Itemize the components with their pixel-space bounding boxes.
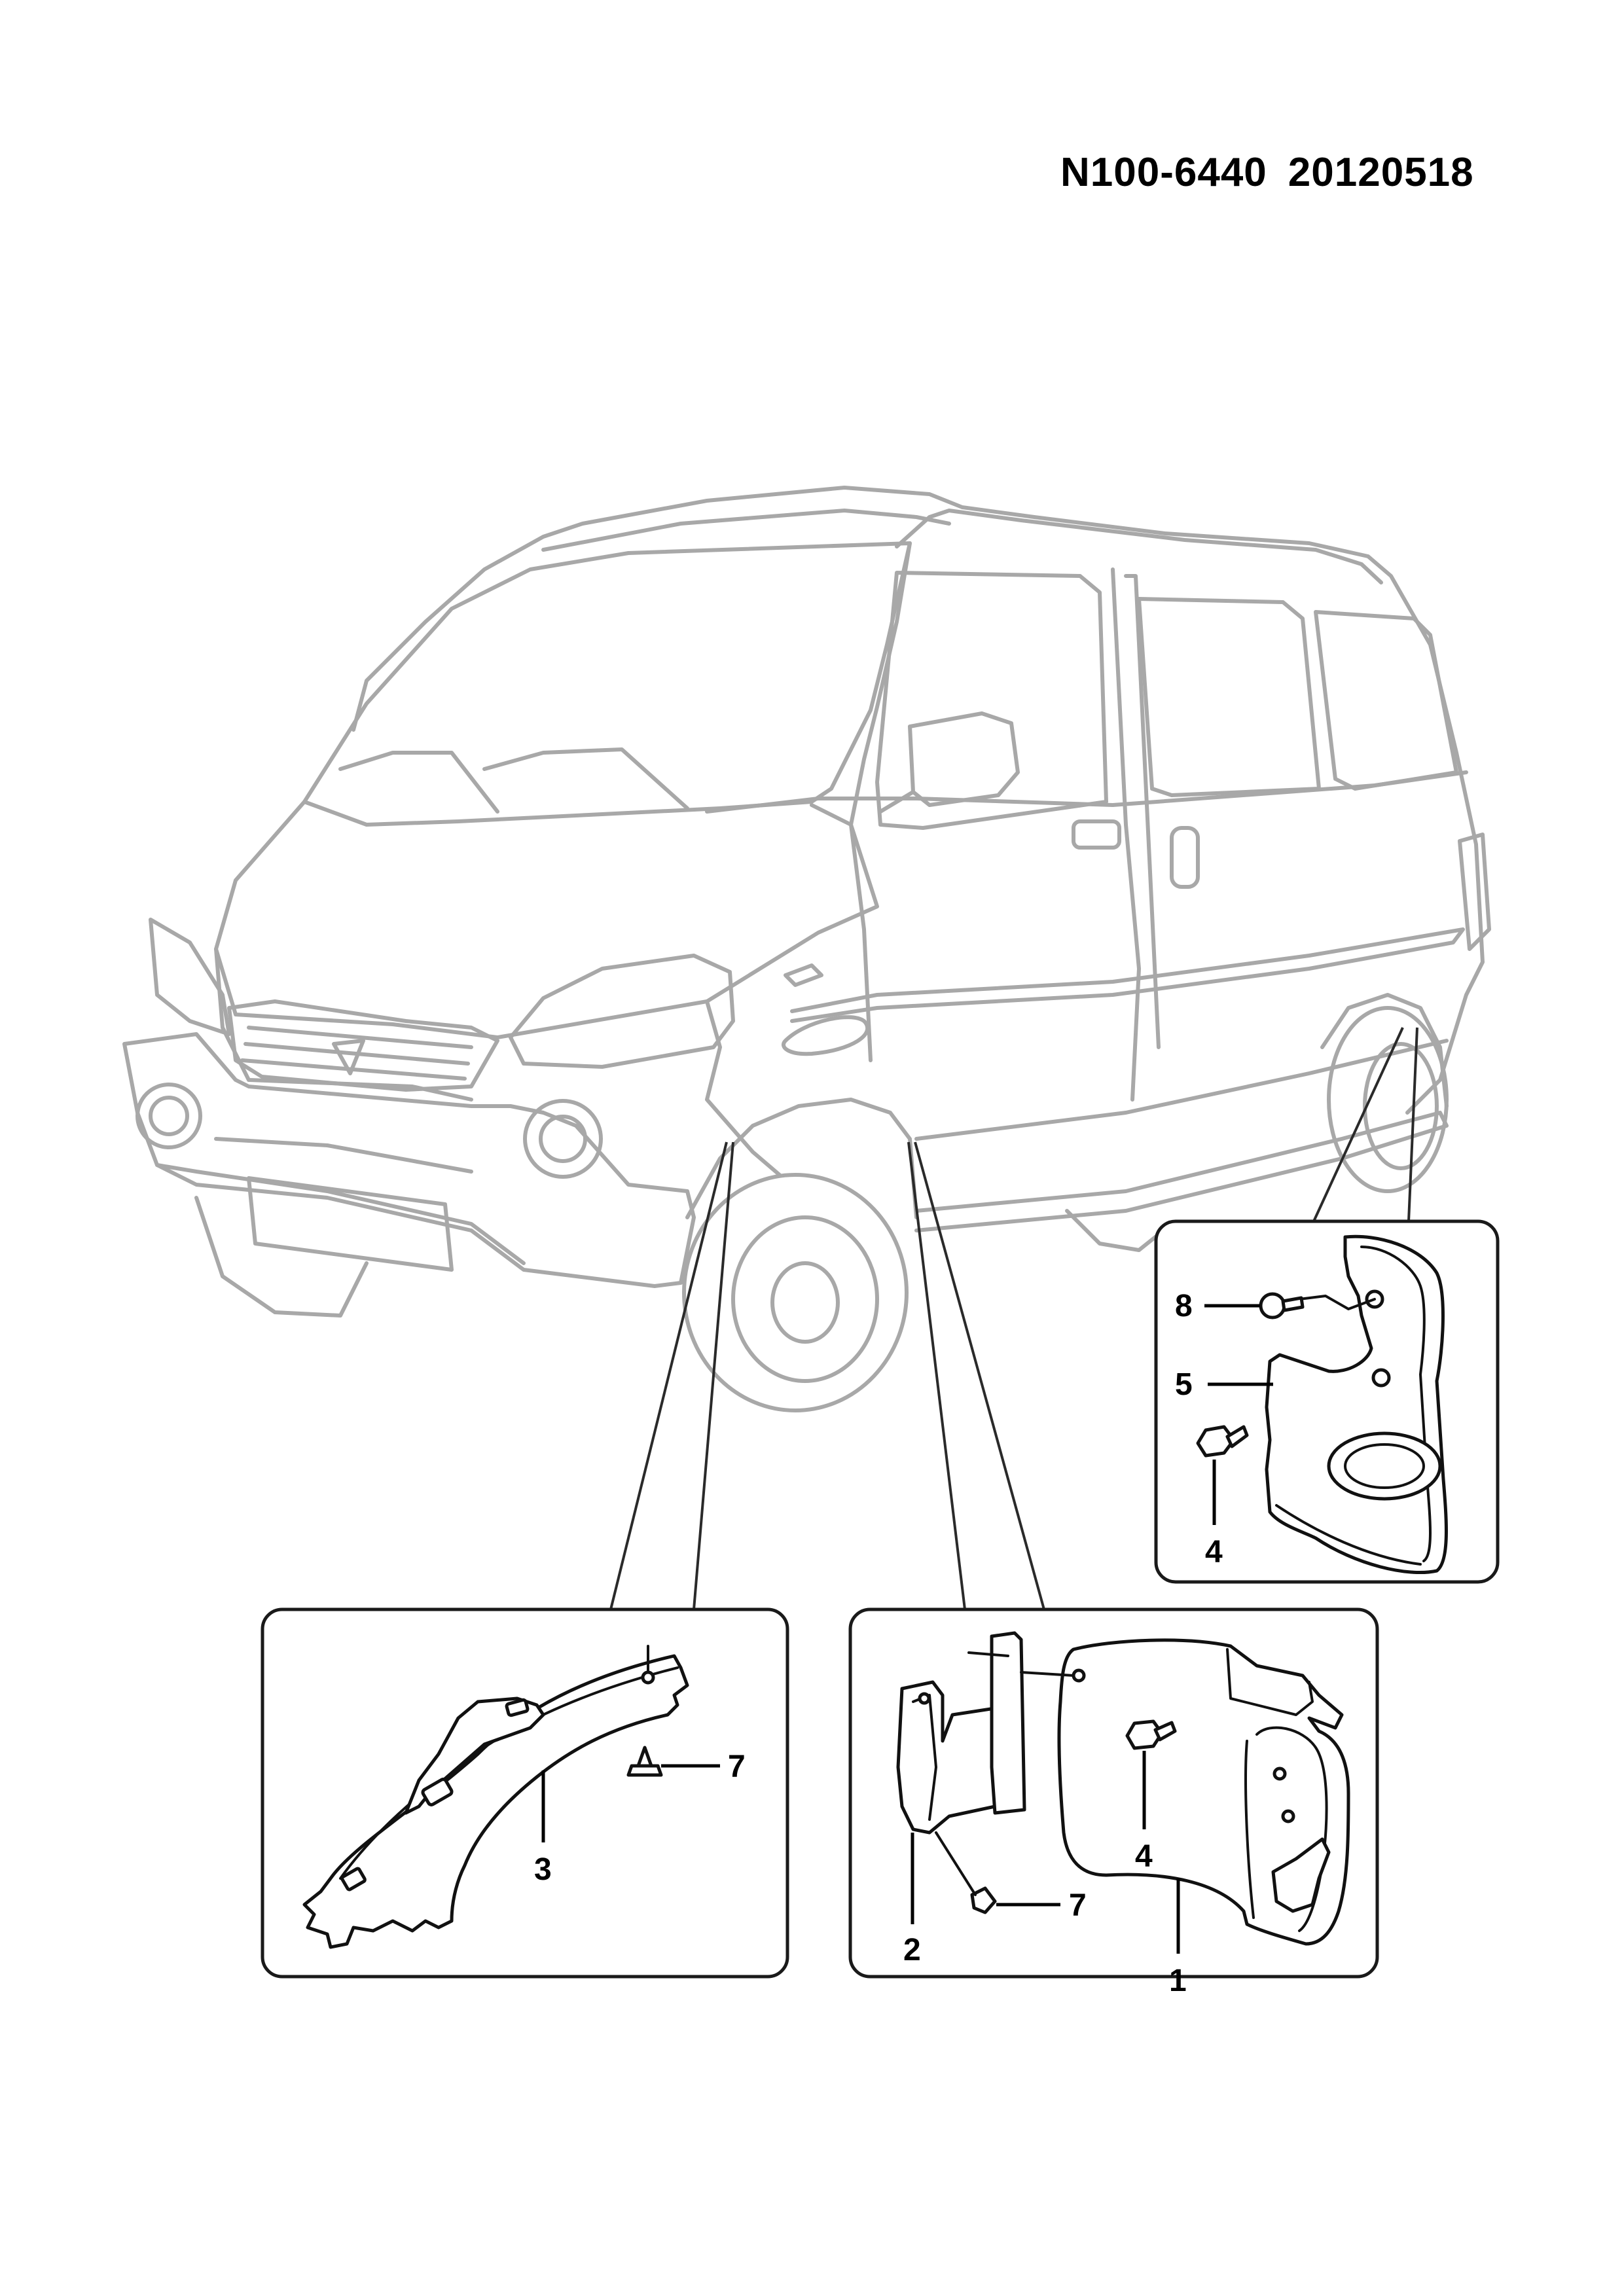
mirror-stalk [878, 790, 915, 814]
detail-rear-mudflap: 8 5 4 [1154, 1219, 1500, 1584]
detail-front-mudflap: 4 7 2 1 [848, 1607, 1379, 1998]
front-grille [227, 999, 499, 1092]
fog-lamp-right [523, 1099, 603, 1179]
rear-quarter-window [1314, 610, 1458, 791]
upright-plate [990, 1631, 1026, 1815]
windshield [302, 541, 912, 827]
mudflap-hole-3 [1072, 1668, 1086, 1683]
bolt-4-front-head [1125, 1719, 1164, 1750]
side-belt-line [705, 770, 1468, 814]
far-front-tire [194, 1196, 369, 1318]
detail-front-wheelhouse-liner: 7 3 [261, 1607, 789, 1979]
grille-bar-1 [247, 1026, 473, 1049]
liner-slot-1 [421, 1778, 454, 1806]
bolt-4-front-shank [1153, 1721, 1177, 1742]
clip-7-axis [935, 1831, 977, 1896]
van-illustration [122, 486, 1491, 1412]
front-door-window [875, 571, 1108, 830]
fog-lamp-left [135, 1083, 202, 1149]
side-moulding [790, 927, 1465, 1023]
front-wheel-arch [685, 1098, 918, 1219]
mudflap-side-edge [1244, 1740, 1255, 1919]
bracket-hole [918, 1692, 931, 1705]
front-rim [731, 1215, 879, 1383]
liner-slot-2 [505, 1698, 530, 1717]
brand-emblem [332, 1039, 365, 1075]
rear-mudflap-bottom-edge [1275, 1504, 1422, 1566]
front-door-handle [1072, 819, 1121, 850]
plate-hole-axis [967, 1651, 1009, 1657]
wiper-right [482, 747, 689, 810]
document-header: N100-6440 20120518 [1060, 149, 1474, 196]
a-pillar [849, 541, 912, 1062]
mudflap-oval-inner [1344, 1443, 1425, 1489]
front-mudflap [1057, 1638, 1350, 1946]
mudflap-top-flange [1226, 1648, 1314, 1716]
side-trim-oval [782, 1015, 870, 1056]
callout-2: 2 [903, 1933, 921, 1967]
screw-8-head [1259, 1292, 1286, 1319]
sliding-door-handle [1170, 826, 1200, 889]
fog-lamp-right-inner [539, 1115, 587, 1163]
wheelhouse-liner [302, 1654, 689, 1949]
bolt-4-head [1196, 1425, 1236, 1458]
hood [214, 800, 879, 1039]
liner-clip-hole [641, 1670, 655, 1685]
callout-4-front: 4 [1135, 1839, 1153, 1874]
part-number: N100-6440 [1060, 150, 1267, 195]
rear-rim [1363, 1042, 1439, 1170]
lead-rear-right [1407, 1027, 1418, 1222]
front-hub [770, 1261, 840, 1344]
front-door-rear-edge [1111, 567, 1141, 1102]
callout-3: 3 [534, 1852, 552, 1887]
callout-7-front: 7 [1069, 1888, 1087, 1923]
b-pillar [1124, 574, 1161, 1049]
screw-8-alignment [1298, 1295, 1376, 1310]
mudflap-hole-lower [1371, 1368, 1391, 1388]
van-body-outline [352, 486, 1485, 1115]
callout-4-rear: 4 [1205, 1535, 1223, 1570]
leader-lines [609, 1027, 1418, 1610]
front-bumper [122, 1032, 696, 1288]
fog-lamp-left-inner [149, 1096, 189, 1136]
lead-flap-right [914, 1141, 1045, 1610]
hood-shut-line [214, 947, 473, 1102]
callout-8: 8 [1175, 1289, 1193, 1323]
rear-tire [1327, 1006, 1449, 1193]
headlight-far [149, 918, 231, 1036]
roof-front-edge [895, 509, 1383, 584]
rear-mudflap-edge [1360, 1246, 1432, 1562]
bumper-groove [214, 1137, 473, 1174]
mudflap-hook-recess [1271, 1837, 1331, 1913]
side-mirror [908, 711, 1020, 807]
license-plate-recess [247, 1176, 454, 1272]
lead-rear-left [1312, 1027, 1404, 1222]
screw-8-shank [1281, 1296, 1305, 1312]
callout-7-liner: 7 [728, 1749, 746, 1784]
rear-lamp [1458, 833, 1491, 951]
side-marker-lamp [784, 963, 823, 987]
headlight-near [509, 954, 735, 1069]
callout-1: 1 [1169, 1964, 1187, 1998]
wiper-left [338, 751, 499, 814]
clip-7-front [970, 1886, 997, 1914]
date-code: 20120518 [1288, 150, 1474, 195]
bumper-lower-lip [155, 1163, 526, 1265]
callout-5: 5 [1175, 1367, 1193, 1402]
bolt-4-shank [1225, 1425, 1249, 1448]
mudflap-hole-axis [1020, 1671, 1075, 1677]
front-fender-edge [705, 999, 801, 1193]
push-clip-7-body [636, 1746, 653, 1768]
front-tire [682, 1173, 909, 1412]
lead-liner-right [693, 1141, 734, 1610]
mudflap-hole-2 [1281, 1809, 1295, 1823]
sliding-door-window [1137, 597, 1321, 797]
mudflap-hole-1 [1272, 1767, 1287, 1781]
lead-flap-left [907, 1141, 966, 1610]
liner-slot-3 [340, 1867, 367, 1892]
lead-liner-left [609, 1141, 728, 1610]
